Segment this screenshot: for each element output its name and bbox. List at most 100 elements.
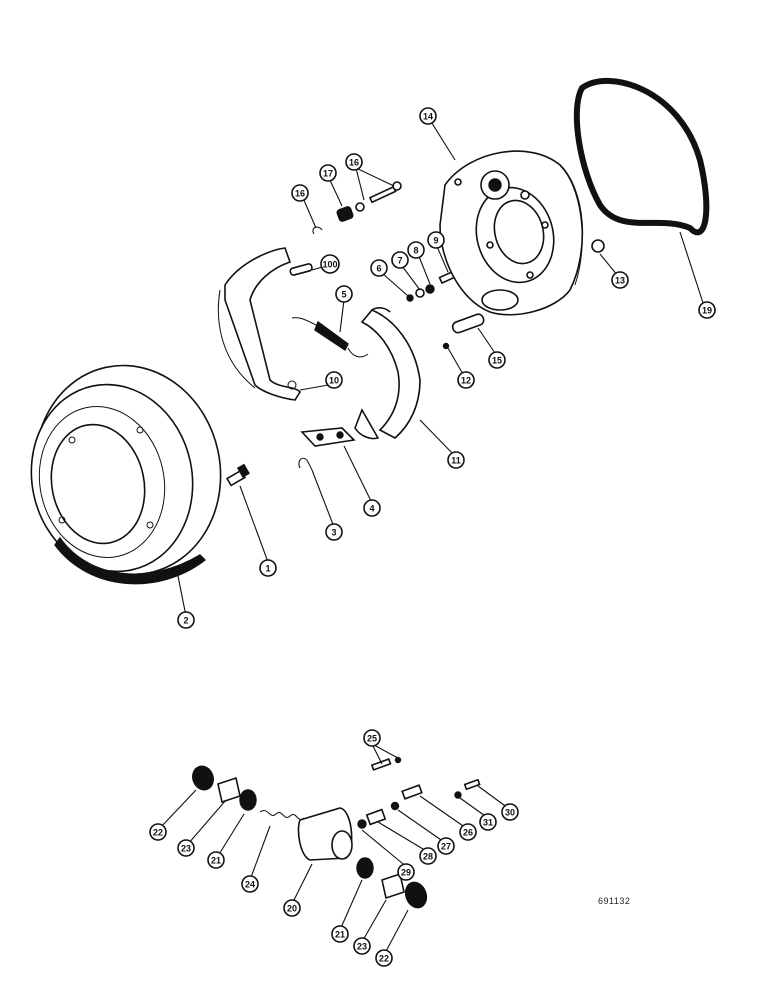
leader-lines <box>159 119 705 956</box>
callout-label: 27 <box>441 842 451 852</box>
callout-circle <box>363 729 381 747</box>
callout-28: 28 <box>419 847 437 865</box>
pin-part <box>289 263 313 276</box>
large-seal-ring <box>573 77 710 236</box>
callout-12: 12 <box>457 371 475 389</box>
callout-6: 6 <box>370 259 388 277</box>
callout-circle <box>259 559 277 577</box>
callout-23: 23 <box>353 937 371 955</box>
brake-shoe-primary <box>217 247 301 401</box>
callout-label: 30 <box>505 808 515 818</box>
callout-circle <box>437 837 455 855</box>
callout-27: 27 <box>437 837 455 855</box>
anchor-pin <box>442 313 485 350</box>
callout-circle <box>177 611 195 629</box>
callout-11: 11 <box>447 451 465 469</box>
callout-label: 23 <box>181 844 191 854</box>
callout-16: 16 <box>345 153 363 171</box>
callout-label: 100 <box>322 260 337 270</box>
callout-21: 21 <box>207 851 225 869</box>
callout-16: 16 <box>291 184 309 202</box>
callout-circle <box>427 231 445 249</box>
callout-label: 20 <box>287 904 297 914</box>
callout-circle <box>447 451 465 469</box>
callout-circle <box>375 949 393 967</box>
callout-label: 8 <box>413 246 418 256</box>
callout-22: 22 <box>149 823 167 841</box>
callout-label: 26 <box>463 828 473 838</box>
callout-20: 20 <box>283 899 301 917</box>
callout-circle <box>370 259 388 277</box>
brake-drum <box>30 364 222 585</box>
callout-circle <box>479 813 497 831</box>
callout-2: 2 <box>177 611 195 629</box>
callout-9: 9 <box>427 231 445 249</box>
callout-circle <box>207 851 225 869</box>
drawing-number: 691132 <box>598 896 631 906</box>
callout-circle <box>283 899 301 917</box>
callout-circle <box>345 153 363 171</box>
adjuster-hardware <box>406 269 458 302</box>
callout-label: 3 <box>331 528 336 538</box>
callout-label: 11 <box>451 456 461 466</box>
callout-circle <box>397 863 415 881</box>
anchor-plate <box>300 427 356 447</box>
callout-circle <box>325 523 343 541</box>
callout-label: 21 <box>211 856 221 866</box>
callout-14: 14 <box>419 107 437 125</box>
callout-29: 29 <box>397 863 415 881</box>
seal-washer <box>591 239 605 253</box>
callout-17: 17 <box>319 164 337 182</box>
callout-group: 1234567891011121314151616171910022232124… <box>149 107 716 967</box>
wheel-cylinder-parts <box>192 756 481 909</box>
callout-circle <box>325 371 343 389</box>
hold-down-hardware <box>312 181 402 235</box>
callout-label: 22 <box>153 828 163 838</box>
callout-label: 10 <box>329 376 339 386</box>
callout-circle <box>611 271 629 289</box>
callout-label: 7 <box>397 256 402 266</box>
callout-circle <box>419 847 437 865</box>
brake-shoe-secondary <box>354 307 421 440</box>
callout-label: 24 <box>245 880 255 890</box>
callout-25: 25 <box>363 729 381 747</box>
callout-circle <box>241 875 259 893</box>
callout-8: 8 <box>407 241 425 259</box>
callout-19: 19 <box>698 301 716 319</box>
callout-100: 100 <box>320 254 340 274</box>
callout-circle <box>459 823 477 841</box>
callout-circle <box>291 184 309 202</box>
callout-label: 16 <box>349 158 359 168</box>
callout-circle <box>698 301 716 319</box>
callout-3: 3 <box>325 523 343 541</box>
callout-30: 30 <box>501 803 519 821</box>
callout-circle <box>353 937 371 955</box>
callout-label: 21 <box>335 930 345 940</box>
callout-1: 1 <box>259 559 277 577</box>
callout-label: 16 <box>295 189 305 199</box>
callout-circle <box>320 254 340 274</box>
callout-circle <box>407 241 425 259</box>
callout-10: 10 <box>325 371 343 389</box>
callout-circle <box>319 164 337 182</box>
callout-label: 23 <box>357 942 367 952</box>
callout-24: 24 <box>241 875 259 893</box>
callout-22: 22 <box>375 949 393 967</box>
callout-label: 29 <box>401 868 411 878</box>
callout-label: 17 <box>323 169 333 179</box>
callout-label: 28 <box>423 852 433 862</box>
retaining-clip <box>298 457 313 471</box>
callout-7: 7 <box>391 251 409 269</box>
backing-plate <box>439 150 584 316</box>
callout-label: 9 <box>433 236 438 246</box>
callout-circle <box>331 925 349 943</box>
callout-circle <box>149 823 167 841</box>
callout-13: 13 <box>611 271 629 289</box>
callout-circle <box>177 839 195 857</box>
return-spring <box>291 317 369 358</box>
callout-4: 4 <box>363 499 381 517</box>
callout-label: 12 <box>461 376 471 386</box>
callout-circle <box>419 107 437 125</box>
callout-circle <box>363 499 381 517</box>
